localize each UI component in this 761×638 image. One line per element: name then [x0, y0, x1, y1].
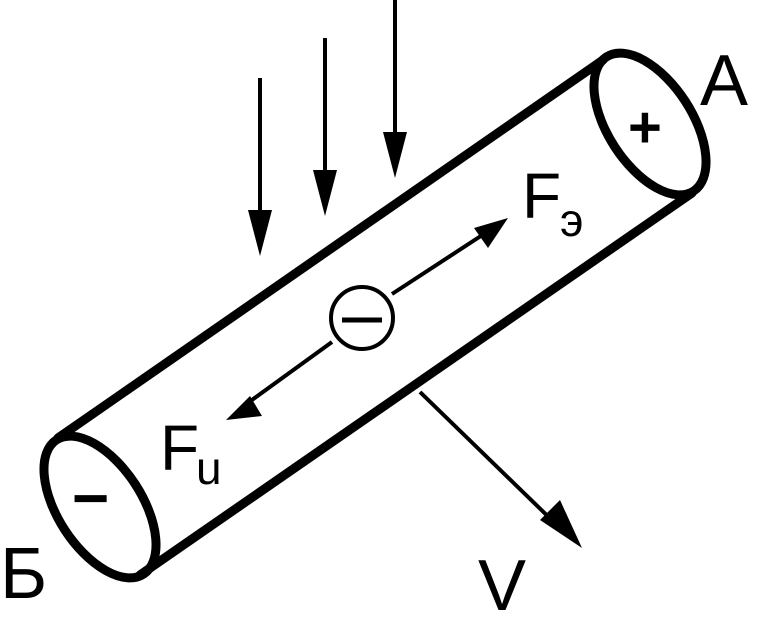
conductor-cylinder [39, 48, 711, 583]
force-arrows [226, 218, 508, 420]
label-force-e-main: F [522, 160, 561, 232]
label-plus: + [628, 95, 662, 160]
label-end-b: Б [0, 534, 47, 614]
velocity-arrow [418, 390, 582, 548]
force-i-shaft [243, 340, 334, 407]
force-e-shaft [390, 228, 492, 296]
cylinder-top-edge [53, 55, 608, 443]
label-force-i: F u [160, 412, 222, 494]
electron [329, 285, 395, 351]
label-end-a: А [700, 41, 748, 121]
velocity-arrowhead [540, 500, 582, 548]
field-arrowhead-2 [313, 170, 337, 216]
force-e-arrowhead [474, 218, 508, 248]
cylinder-bottom-edge [135, 188, 697, 580]
end-cap-b [39, 431, 161, 583]
end-cap-a [589, 48, 711, 200]
label-force-i-main: F [160, 412, 199, 484]
label-velocity: V [478, 546, 526, 626]
label-force-e: F э [522, 160, 583, 246]
label-minus: − [72, 462, 109, 534]
field-arrowhead-1 [248, 210, 272, 256]
magnetic-field-arrows [248, 0, 407, 256]
force-i-arrowhead [226, 396, 262, 420]
label-force-e-sub: э [560, 194, 583, 246]
label-force-i-sub: u [196, 442, 222, 494]
field-arrowhead-3 [383, 132, 407, 178]
